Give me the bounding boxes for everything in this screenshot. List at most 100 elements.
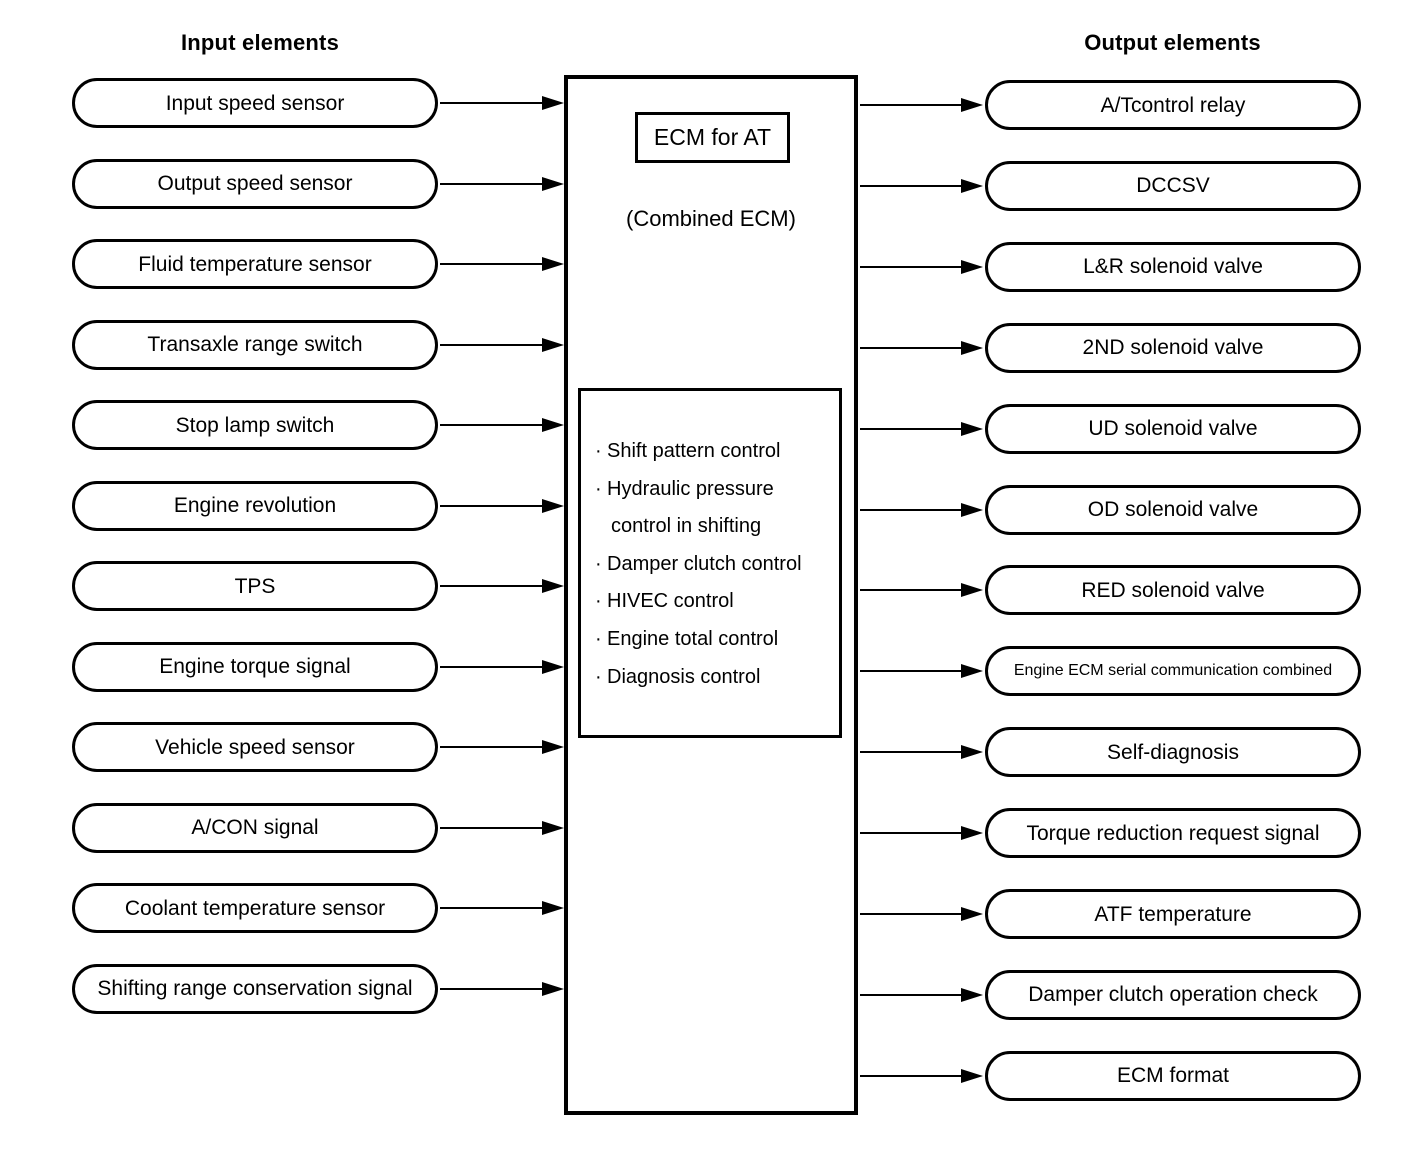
input-arrow <box>440 820 564 835</box>
output-arrow <box>860 98 983 112</box>
arrow-head-icon <box>961 98 983 112</box>
input-arrow <box>440 498 564 513</box>
arrow-head-icon <box>542 740 564 754</box>
control-function-label: Diagnosis control <box>607 665 761 688</box>
arrow-shaft <box>860 751 963 754</box>
arrow-shaft <box>860 670 963 673</box>
bullet-icon: · <box>595 552 602 575</box>
output-element-node[interactable]: Engine ECM serial communication combined <box>985 646 1361 697</box>
arrow-shaft <box>860 508 963 511</box>
arrow-shaft <box>860 832 963 835</box>
arrow-head-icon <box>542 96 564 110</box>
output-element-label: 2ND solenoid valve <box>1082 336 1264 360</box>
arrow-shaft <box>440 907 544 909</box>
control-function-item: control in shifting <box>591 508 839 546</box>
control-function-label: Hydraulic pressure <box>607 477 774 500</box>
output-element-label: RED solenoid valve <box>1081 578 1265 602</box>
output-element-node[interactable]: RED solenoid valve <box>985 565 1361 616</box>
input-element-node[interactable]: Shifting range conservation signal <box>72 963 438 1014</box>
output-element-node[interactable]: ECM format <box>985 1050 1361 1101</box>
arrow-shaft <box>440 746 544 748</box>
output-element-node[interactable]: Torque reduction request signal <box>985 808 1361 859</box>
input-arrow <box>440 257 564 271</box>
control-function-item: ·HIVEC control <box>591 583 839 621</box>
output-element-node[interactable]: OD solenoid valve <box>985 484 1361 535</box>
ecm-title-box: ECM for AT <box>635 112 790 163</box>
input-arrow <box>440 659 564 674</box>
control-function-label: HIVEC control <box>607 590 734 613</box>
arrow-head-icon <box>961 259 983 274</box>
output-arrow <box>860 259 983 274</box>
output-element-node[interactable]: DCCSV <box>985 160 1361 211</box>
output-arrow <box>860 421 983 436</box>
output-element-node[interactable]: Self-diagnosis <box>985 727 1361 778</box>
output-element-node[interactable]: L&R solenoid valve <box>985 241 1361 292</box>
control-function-label: Damper clutch control <box>607 552 802 575</box>
input-element-node[interactable]: A/CON signal <box>72 802 438 853</box>
input-element-label: Input speed sensor <box>165 91 345 115</box>
input-element-node[interactable]: Engine torque signal <box>72 641 438 692</box>
input-element-node[interactable]: Transaxle range switch <box>72 319 438 370</box>
input-arrow <box>440 176 564 191</box>
output-element-label: ECM format <box>1116 1064 1229 1088</box>
bullet-icon: · <box>595 665 602 688</box>
arrow-shaft <box>440 987 544 990</box>
output-element-label: UD solenoid valve <box>1088 417 1258 441</box>
output-element-node[interactable]: A/Tcontrol relay <box>985 80 1361 130</box>
arrow-head-icon <box>961 178 983 193</box>
control-function-label: Engine total control <box>607 627 779 650</box>
arrow-head-icon <box>542 418 564 432</box>
input-element-label: TPS <box>234 574 276 598</box>
input-arrow <box>440 981 564 996</box>
arrow-head-icon <box>542 981 564 996</box>
input-element-node[interactable]: Fluid temperature sensor <box>72 239 438 289</box>
arrow-shaft <box>440 182 544 185</box>
output-element-label: Damper clutch operation check <box>1028 983 1318 1007</box>
arrow-head-icon <box>961 340 983 355</box>
input-arrow <box>440 740 564 754</box>
arrow-head-icon <box>961 987 983 1002</box>
output-arrow <box>860 664 983 679</box>
arrow-shaft <box>860 346 963 349</box>
input-element-node[interactable]: Input speed sensor <box>72 78 438 128</box>
ecm-title-label: ECM for AT <box>653 124 772 150</box>
control-function-list: ·Shift pattern control·Hydraulic pressur… <box>578 388 842 738</box>
input-arrow <box>440 579 564 593</box>
output-arrow <box>860 583 983 598</box>
arrow-head-icon <box>961 745 983 760</box>
control-function-item: ·Engine total control <box>591 621 839 659</box>
input-element-node[interactable]: Stop lamp switch <box>72 400 438 450</box>
input-element-node[interactable]: Output speed sensor <box>72 158 438 209</box>
control-function-item: ·Shift pattern control <box>591 433 839 471</box>
output-element-node[interactable]: UD solenoid valve <box>985 403 1361 454</box>
arrow-head-icon <box>961 664 983 679</box>
output-arrow <box>860 1068 983 1083</box>
input-element-node[interactable]: Vehicle speed sensor <box>72 722 438 772</box>
input-element-node[interactable]: Engine revolution <box>72 480 438 531</box>
control-function-item: ·Damper clutch control <box>591 546 839 584</box>
arrow-head-icon <box>961 502 983 517</box>
input-element-node[interactable]: Coolant temperature sensor <box>72 883 438 933</box>
output-element-node[interactable]: 2ND solenoid valve <box>985 322 1361 373</box>
control-function-item: ·Diagnosis control <box>591 659 839 697</box>
arrow-shaft <box>440 343 544 346</box>
arrow-head-icon <box>542 498 564 513</box>
output-element-node[interactable]: Damper clutch operation check <box>985 969 1361 1020</box>
arrow-head-icon <box>961 907 983 921</box>
bullet-icon: · <box>595 590 602 613</box>
arrow-shaft <box>440 585 544 587</box>
output-element-node[interactable]: ATF temperature <box>985 889 1361 939</box>
output-element-label: Engine ECM serial communication combined <box>1013 662 1333 680</box>
arrow-shaft <box>860 265 963 268</box>
output-element-label: A/Tcontrol relay <box>1100 93 1246 117</box>
input-arrow <box>440 96 564 110</box>
arrow-shaft <box>440 504 544 507</box>
input-element-node[interactable]: TPS <box>72 561 438 611</box>
arrow-shaft <box>860 104 963 106</box>
arrow-shaft <box>440 263 544 265</box>
arrow-shaft <box>860 184 963 187</box>
input-element-label: Engine torque signal <box>159 655 351 678</box>
control-function-item: ·Hydraulic pressure <box>591 471 839 509</box>
arrow-head-icon <box>542 579 564 593</box>
arrow-head-icon <box>542 659 564 674</box>
